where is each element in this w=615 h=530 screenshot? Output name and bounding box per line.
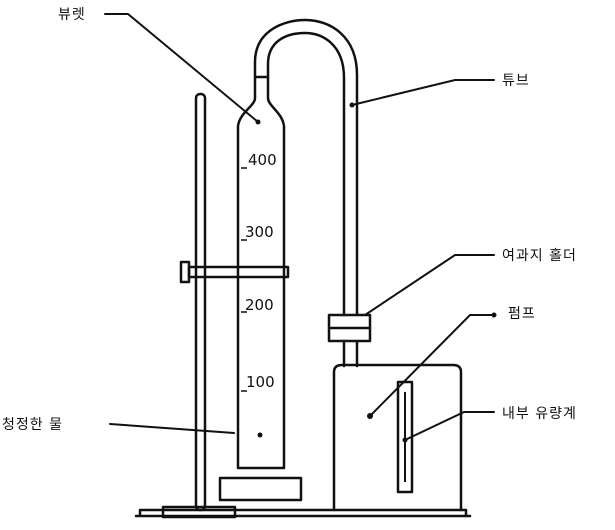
leader-tube <box>351 79 495 106</box>
leader-flowmeter <box>404 411 495 441</box>
scale-label-300: 300 <box>245 223 274 241</box>
tube-inverted-u <box>253 18 359 317</box>
base-plate <box>134 508 472 518</box>
label-pump: 펌프 <box>508 306 536 322</box>
scale-label-200: 200 <box>245 296 274 314</box>
label-flowmeter: 내부 유량계 <box>502 406 577 422</box>
leader-filter-holder <box>364 254 495 316</box>
scale-label-400: 400 <box>248 151 277 169</box>
stand-foot <box>161 505 237 519</box>
label-clean-water: 청정한 물 <box>2 417 63 433</box>
tube-lower <box>342 339 359 368</box>
label-tube: 튜브 <box>502 73 530 89</box>
tube-inverted-u-inner <box>266 31 346 317</box>
pump-box <box>332 363 463 512</box>
burette-support <box>218 476 303 502</box>
leader-clean-water <box>109 423 235 434</box>
clamp-knob <box>179 260 191 284</box>
burette-body <box>236 75 286 470</box>
leader-burette <box>104 13 259 123</box>
water-marker <box>257 432 263 438</box>
stand-rod <box>194 92 207 512</box>
label-filter-holder: 여과지 홀더 <box>502 248 577 264</box>
leader-pump <box>369 314 495 417</box>
scale-label-100: 100 <box>246 373 275 391</box>
label-burette: 뷰렛 <box>58 7 86 23</box>
